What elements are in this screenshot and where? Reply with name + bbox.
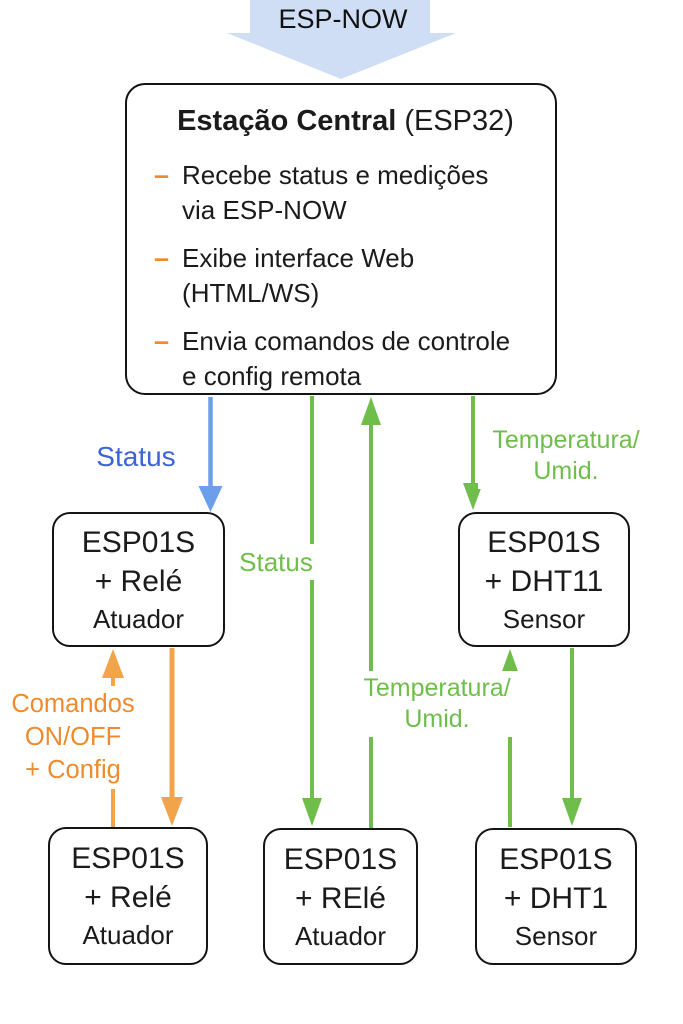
- edge-label-status-blue: Status: [80, 438, 192, 477]
- arrow-green-down-to-middle-relay: [302, 396, 322, 826]
- central-title-chip: (ESP32): [396, 105, 514, 137]
- node-relay-lower-left: ESP01S + Relé Atuador: [48, 827, 208, 965]
- central-bullet-3-text: Envia comandos de controle e config remo…: [182, 326, 511, 392]
- central-bullet-2-text: Exibe interface Web (HTML/WS): [182, 243, 415, 309]
- node-dht-upper-role: Sensor: [502, 603, 586, 634]
- node-relay-lower-left-role: Atuador: [82, 920, 174, 951]
- node-relay-lower-middle-role: Atuador: [294, 920, 387, 951]
- edge-label-temperatura-middle: Temperatura/ Umid.: [348, 671, 526, 737]
- arrow-blue-status-down: [198, 397, 223, 512]
- central-bullet-2: – Exibe interface Web (HTML/WS): [154, 241, 537, 311]
- node-relay-upper: ESP01S + Relé Atuador: [52, 512, 225, 647]
- arrow-green-status-up: [361, 397, 381, 838]
- node-dht-upper: ESP01S + DHT11 Sensor: [458, 512, 630, 647]
- node-relay-lower-left-main: ESP01S + Relé: [71, 842, 185, 915]
- node-relay-lower-middle-main: ESP01S + RElé: [283, 842, 398, 915]
- central-bullet-3: – Envia comandos de controle e config re…: [154, 324, 537, 394]
- edge-label-temperatura-upper: Temperatura/ Umid.: [478, 423, 654, 489]
- node-relay-upper-role: Atuador: [92, 603, 185, 634]
- node-dht-lower-role: Sensor: [514, 920, 598, 951]
- node-relay-lower-middle: ESP01S + RElé Atuador: [263, 828, 418, 965]
- arrow-green-temp-down-to-dht11: [463, 396, 483, 510]
- central-title: Estação Central (ESP32): [154, 105, 537, 138]
- edge-label-status-green: Status: [233, 544, 319, 581]
- bullet-dash-icon: –: [154, 326, 170, 357]
- central-bullet-1-text: Recebe status e medições via ESP-NOW: [182, 160, 489, 226]
- central-bullet-1: – Recebe status e medições via ESP-NOW: [154, 158, 537, 228]
- central-title-name: Estação Central: [177, 105, 397, 137]
- esp-now-block-arrow-icon: [227, 0, 456, 79]
- node-dht-lower-main: ESP01S + DHT1: [499, 842, 613, 915]
- bullet-dash-icon: –: [154, 243, 170, 274]
- arrow-green-down-to-dht1: [562, 648, 582, 826]
- edge-label-comandos: Comandos ON/OFF + Config: [2, 686, 144, 790]
- node-dht-upper-main: ESP01S + DHT11: [484, 525, 604, 598]
- bullet-dash-icon: –: [154, 160, 170, 190]
- node-relay-upper-main: ESP01S + Relé: [81, 525, 196, 598]
- esp-now-label: ESP-NOW: [278, 4, 408, 34]
- arrow-orange-comandos-down: [161, 648, 183, 826]
- node-estacao-central: Estação Central (ESP32) – Recebe status …: [125, 83, 557, 395]
- node-dht-lower: ESP01S + DHT1 Sensor: [475, 828, 637, 965]
